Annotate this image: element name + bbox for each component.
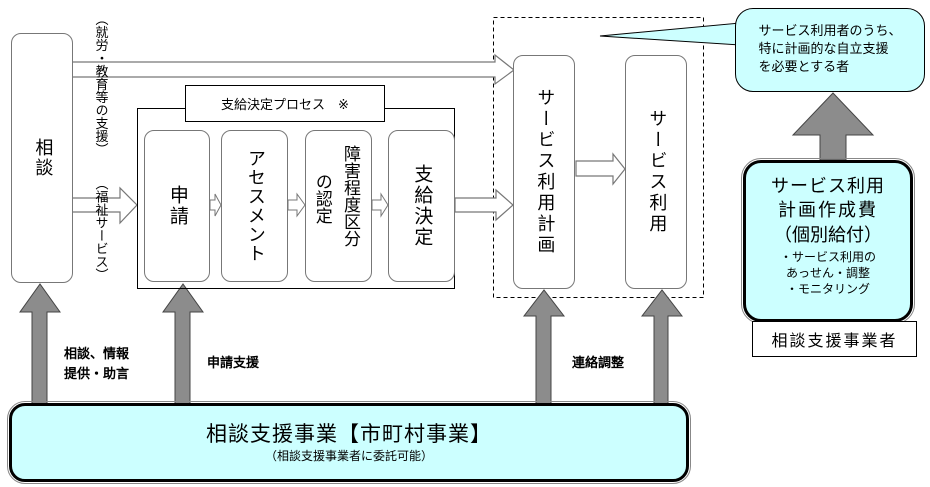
service-plan-box: サービス利用計画 (513, 55, 575, 289)
step-assessment: アセスメント (221, 130, 288, 282)
fee-title-line2: 計画作成費 (778, 200, 878, 221)
welfare-service-label: （福祉サービス） (92, 177, 108, 281)
plan-creation-fee-box: サービス利用 計画作成費 （個別給付） ・サービス利用の あっせん・調整 ・モニ… (741, 158, 915, 324)
consult-box: 相談 (11, 33, 73, 283)
service-use-label: サービス利用 (646, 109, 668, 235)
process-title: 支給決定プロセス ※ (221, 98, 349, 113)
up-arrow-consult (19, 283, 61, 405)
coordination-label: 連絡調整 (572, 356, 625, 371)
plan-to-use-arrow (575, 152, 626, 186)
up-arrow-application (162, 283, 204, 405)
target-users-callout: サービス利用者のうち、 特に計画的な自立支援 を必要とする者 (735, 8, 925, 92)
step-disability-level: 障害程度区分 の認定 (305, 130, 372, 282)
service-use-box: サービス利用 (625, 55, 687, 289)
municipal-consultation-project-box: 相談支援事業【市町村事業】 （相談支援事業者に委託可能） (7, 401, 691, 484)
consult-info-label: 相談、情報 提供・助言 (64, 347, 130, 382)
step-arrow-2 (287, 192, 306, 218)
step-payment-decision-label: 支給決定 (411, 164, 434, 248)
employment-support-label: （就労・教育等の支援） (92, 12, 108, 156)
application-support-label: 申請支援 (207, 356, 260, 371)
up-arrow-plan (522, 289, 566, 405)
welfare-service-arrow (71, 186, 138, 225)
step-disability-level-line2: の認定 (311, 173, 332, 224)
provider-label: 相談支援事業者 (771, 331, 898, 350)
callout-tail (599, 22, 741, 46)
welfare-service-label-wrap: （福祉サービス） (88, 170, 110, 288)
step-disability-level-line1: 障害程度区分 (340, 145, 360, 247)
provider-label-box: 相談支援事業者 (752, 321, 917, 357)
step-application-label: 申請 (166, 185, 189, 227)
step-application: 申請 (144, 130, 210, 282)
fee-title-line1: サービス利用 (771, 176, 885, 197)
step-arrow-1 (209, 193, 222, 217)
consult-label: 相談 (32, 138, 54, 178)
service-plan-label: サービス利用計画 (534, 88, 556, 256)
employment-support-arrow (71, 53, 515, 86)
fee-title-line3: （個別給付） (774, 225, 882, 246)
step-arrow-3 (371, 192, 389, 218)
process-to-plan-arrow (454, 188, 514, 222)
process-title-box: 支給決定プロセス ※ (185, 85, 385, 122)
employment-support-label-wrap: （就労・教育等の支援） (88, 4, 110, 164)
up-arrow-use (640, 289, 684, 405)
callout-text: サービス利用者のうち、 特に計画的な自立支援 を必要とする者 (758, 24, 902, 75)
fee-bullets: ・サービス利用の あっせん・調整 ・モニタリング (779, 250, 876, 296)
bottom-title: 相談支援事業【市町村事業】 (206, 422, 492, 446)
service-area-dashed-frame (493, 17, 704, 298)
step-payment-decision: 支給決定 (388, 130, 455, 282)
up-arrow-right-panel (791, 92, 875, 161)
bottom-subtitle: （相談支援事業者に委託可能） (264, 449, 433, 463)
step-assessment-label: アセスメント (244, 149, 266, 263)
